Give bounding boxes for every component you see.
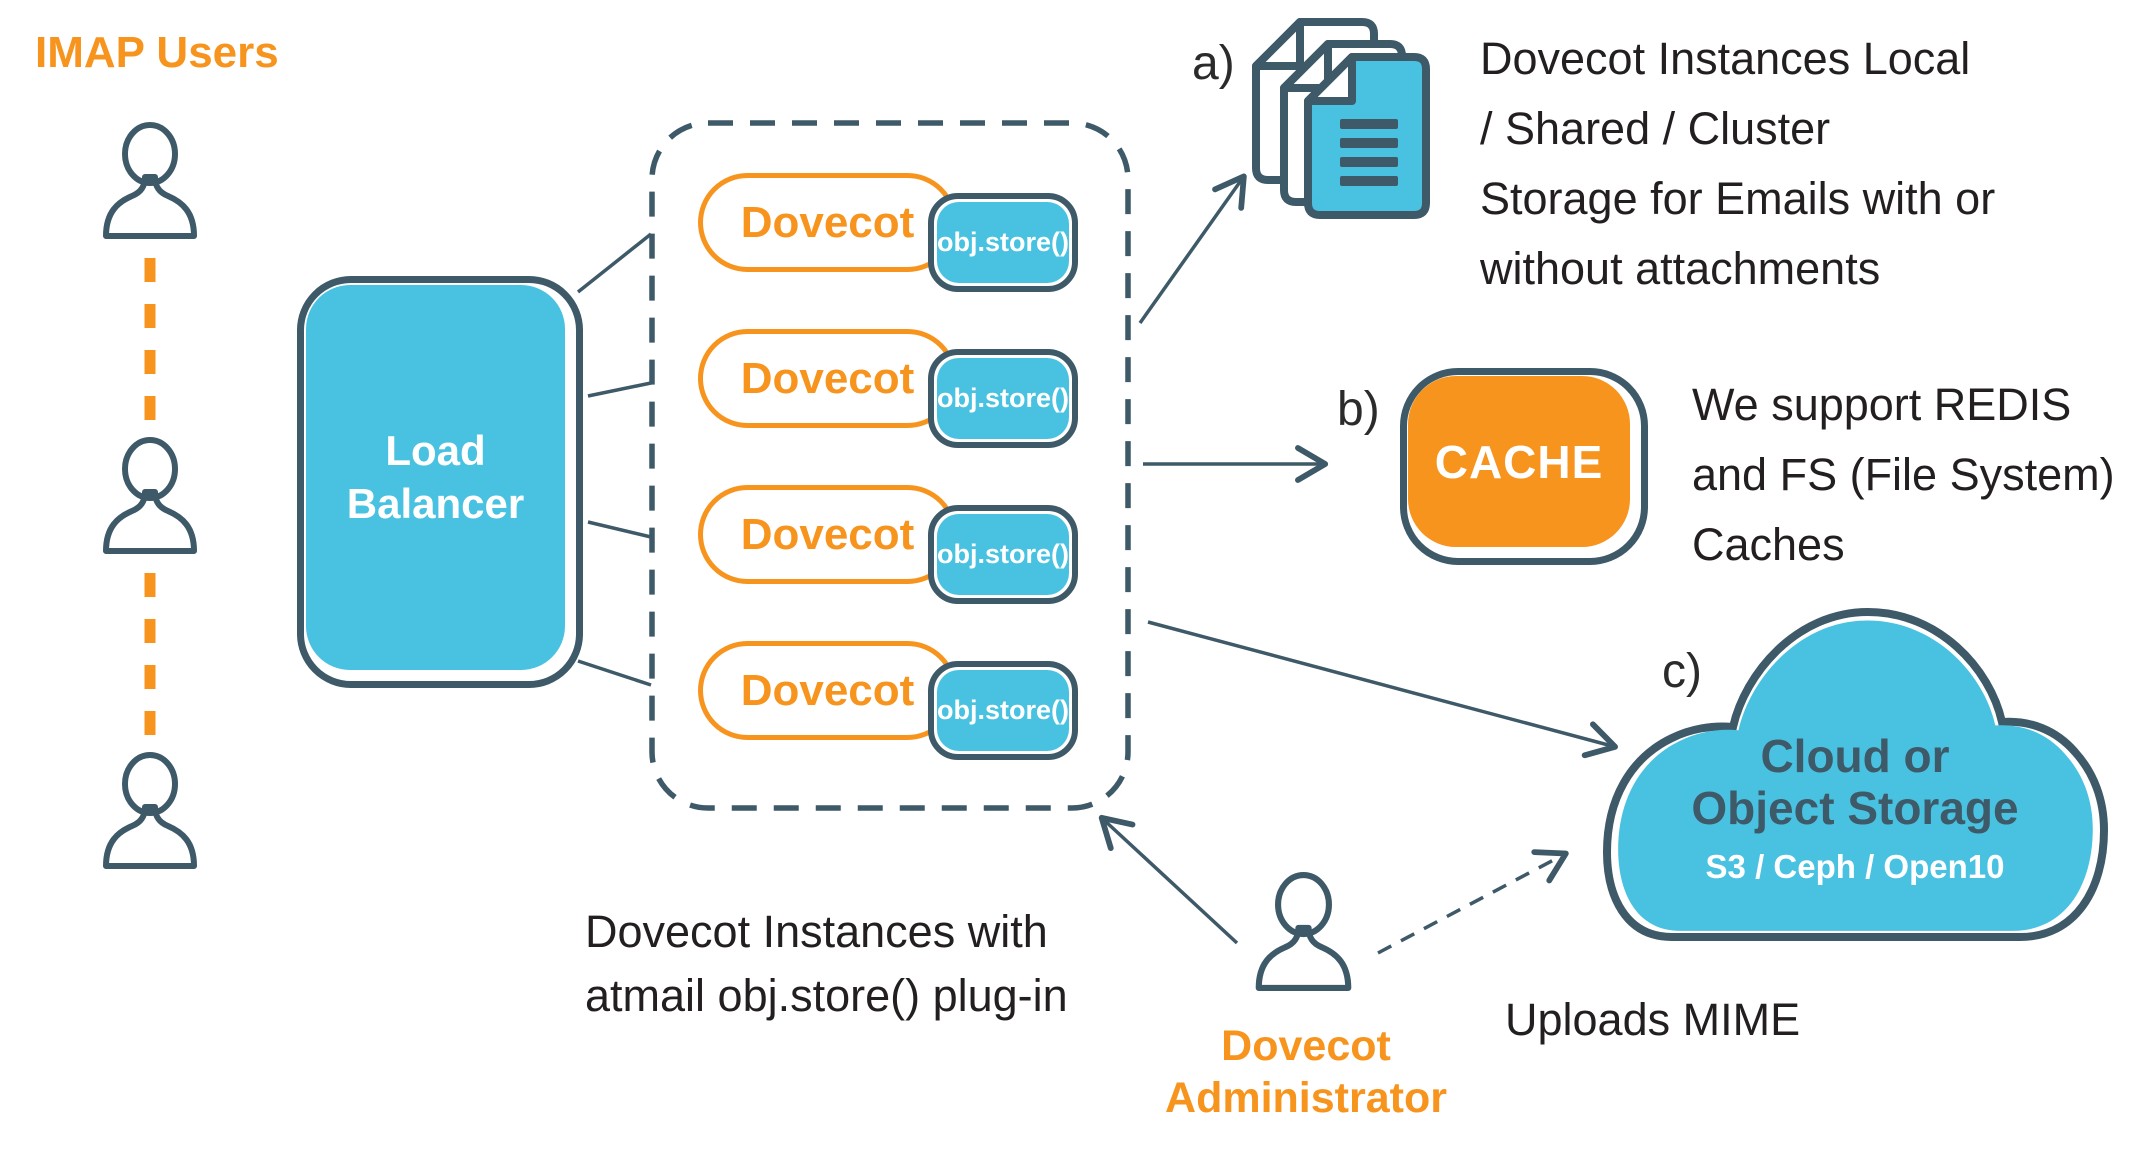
storage-description: Dovecot Instances Local / Shared / Clust… [1480,33,1996,294]
dovecot-pill: Dovecot [698,485,957,584]
dovecot-instance-row: Dovecot obj.store() [698,329,1078,449]
cloud-icon [1602,607,2109,941]
cache-label: CACHE [1434,435,1604,488]
dovecot-pill: Dovecot [698,329,957,428]
instances-caption: Dovecot Instances with atmail obj.store(… [585,906,1068,1021]
cloud-sub-label: S3 / Ceph / Open10 [1705,848,2005,885]
dovecot-pill-label: Dovecot [740,665,915,715]
admin-to-instances-arrow [1098,814,1239,945]
objstore-badge-label: obj.store() [937,695,1069,725]
lb-pill-connectors [576,232,653,687]
imap-users-title: IMAP Users [35,28,279,77]
dovecot-pill-label: Dovecot [740,197,915,247]
load-balancer-box: Load Balancer [297,276,583,688]
dovecot-instance-row: Dovecot obj.store() [698,173,1078,293]
dovecot-pill: Dovecot [698,173,957,272]
dovecot-instance-row: Dovecot obj.store() [698,485,1078,605]
tag-a: a) [1192,37,1235,90]
documents-icon [1252,18,1430,219]
user-icon-1 [103,122,197,239]
cache-description: We support REDIS and FS (File System) Ca… [1692,379,2115,570]
dovecot-pill: Dovecot [698,641,957,740]
objstore-badge-label: obj.store() [937,227,1069,257]
tag-c: c) [1662,645,1702,698]
user-icon-3 [103,752,197,869]
dovecot-pill-label: Dovecot [740,353,915,403]
cache-box: CACHE [1400,368,1648,565]
uploads-mime-note: Uploads MIME [1505,994,1801,1045]
arrow-to-storage [1138,173,1247,325]
objstore-badge-label: obj.store() [937,539,1069,569]
objstore-badge: obj.store() [928,505,1078,604]
objstore-badge: obj.store() [928,661,1078,760]
cloud-label: Cloud or Object Storage S3 / Ceph / Open… [1655,730,2055,886]
objstore-badge-label: obj.store() [937,383,1069,413]
objstore-badge: obj.store() [928,349,1078,448]
load-balancer-fill: Load Balancer [306,285,565,670]
cache-fill: CACHE [1408,376,1630,547]
tag-b: b) [1337,383,1380,436]
arrow-to-cloud [1147,620,1618,759]
objstore-badge: obj.store() [928,193,1078,292]
load-balancer-label: Load Balancer [346,426,525,527]
admin-to-cloud-dashed-arrow [1377,849,1569,955]
user-icon-2 [103,437,197,554]
dovecot-instance-row: Dovecot obj.store() [698,641,1078,761]
admin-user-icon [1255,872,1352,991]
instances-dashed-box [649,120,1131,811]
admin-label: Dovecot Administrator [1165,1022,1447,1122]
dovecot-pill-label: Dovecot [740,509,915,559]
